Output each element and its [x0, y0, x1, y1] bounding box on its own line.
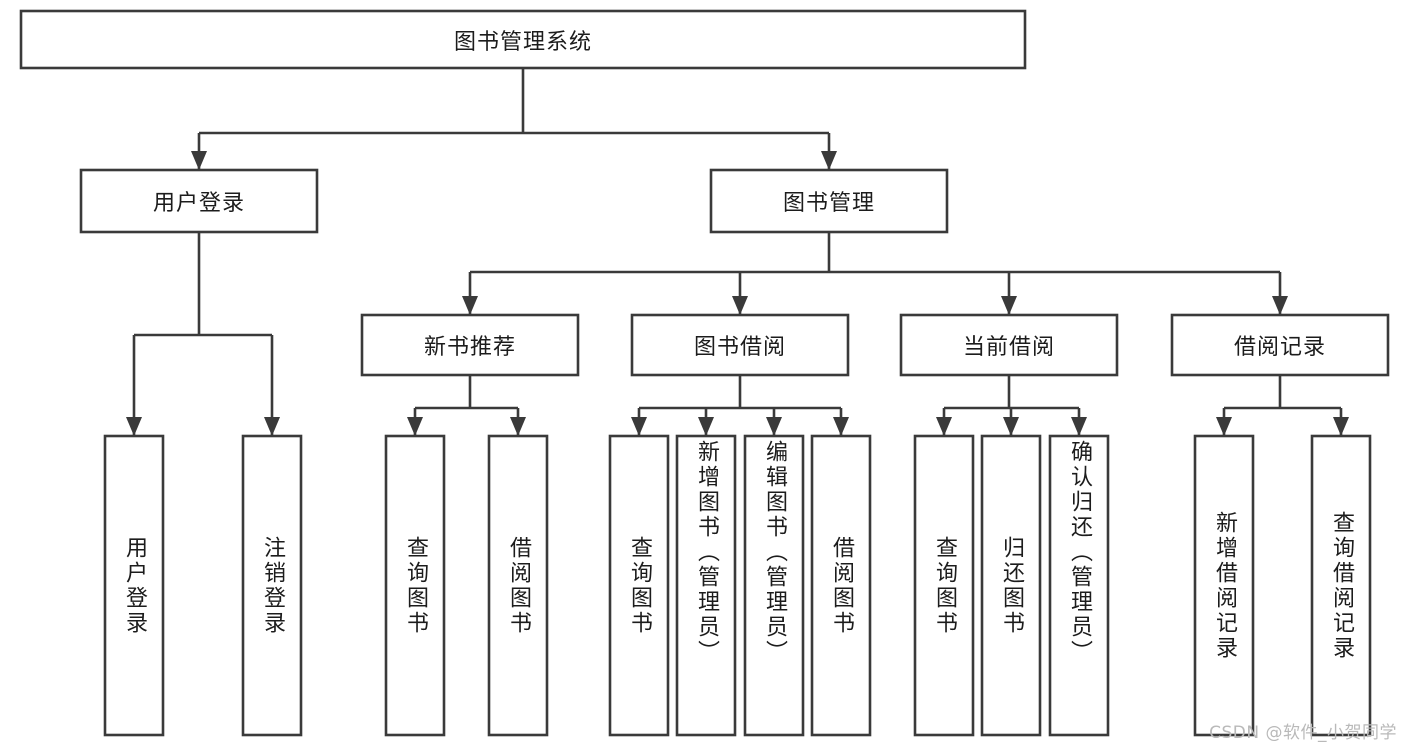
arrow-head-icon-leaf-return-book	[1003, 417, 1019, 436]
arrow-head-icon-user-login	[191, 151, 207, 170]
node-box-leaf-return-book[interactable]	[980, 434, 1042, 737]
arrow-head-icon-book-management	[821, 151, 837, 170]
arrow-head-icon-borrow-records	[1272, 296, 1288, 315]
arrow-head-icon-leaf-edit-book-admin	[766, 417, 782, 436]
node-box-leaf-query-borrow-record[interactable]	[1310, 434, 1372, 737]
arrow-head-icon-leaf-add-borrow-record	[1216, 417, 1232, 436]
node-box-leaf-edit-book-admin[interactable]	[743, 434, 805, 737]
node-box-leaf-add-borrow-record[interactable]	[1193, 434, 1255, 737]
node-box-book-borrow[interactable]	[630, 313, 850, 377]
node-box-leaf-logout[interactable]	[241, 434, 303, 737]
node-box-user-login[interactable]	[79, 168, 319, 234]
node-box-root[interactable]	[19, 9, 1027, 70]
node-box-book-management[interactable]	[709, 168, 949, 234]
node-box-leaf-user-login[interactable]	[103, 434, 165, 737]
arrow-head-icon-leaf-query-book-new	[407, 417, 423, 436]
arrow-head-icon-leaf-query-book-current	[936, 417, 952, 436]
node-box-leaf-borrow-book[interactable]	[810, 434, 872, 737]
arrow-head-icon-leaf-add-book-admin	[698, 417, 714, 436]
node-box-current-borrow[interactable]	[899, 313, 1119, 377]
boxes-layer	[19, 9, 1390, 737]
arrow-head-icon-current-borrow	[1001, 296, 1017, 315]
node-box-leaf-query-book-current[interactable]	[913, 434, 975, 737]
arrow-head-icon-leaf-query-book-borrow	[631, 417, 647, 436]
connectors-layer	[126, 68, 1349, 436]
node-box-new-book-recommend[interactable]	[360, 313, 580, 377]
watermark-text: CSDN @软件_小贺同学	[1209, 723, 1397, 743]
arrow-head-icon-leaf-user-login	[126, 417, 142, 436]
node-box-leaf-borrow-book-new[interactable]	[487, 434, 549, 737]
arrow-head-icon-new-book-recommend	[462, 296, 478, 315]
arrow-head-icon-leaf-borrow-book-new	[510, 417, 526, 436]
arrow-head-icon-leaf-logout	[264, 417, 280, 436]
arrow-head-icon-leaf-query-borrow-record	[1333, 417, 1349, 436]
node-box-leaf-add-book-admin[interactable]	[675, 434, 737, 737]
arrow-head-icon-leaf-confirm-return-admin	[1071, 417, 1087, 436]
node-box-leaf-confirm-return-admin[interactable]	[1048, 434, 1110, 737]
node-box-leaf-query-book-borrow[interactable]	[608, 434, 670, 737]
arrow-head-icon-leaf-borrow-book	[833, 417, 849, 436]
node-box-leaf-query-book-new[interactable]	[384, 434, 446, 737]
node-box-borrow-records[interactable]	[1170, 313, 1390, 377]
arrow-head-icon-book-borrow	[732, 296, 748, 315]
